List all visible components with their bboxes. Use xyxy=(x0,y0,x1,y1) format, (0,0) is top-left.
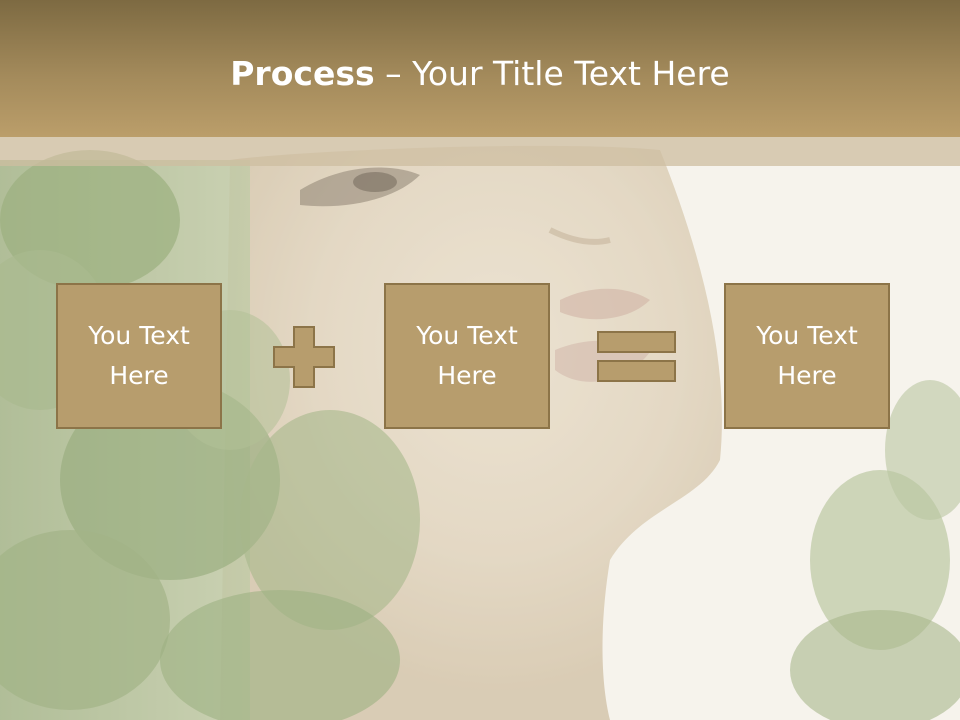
slide-title-bold: Process xyxy=(230,54,375,93)
plus-icon xyxy=(273,326,335,388)
title-underband xyxy=(0,137,960,166)
slide-title-rest: – Your Title Text Here xyxy=(374,54,730,93)
process-box-1-label: You Text Here xyxy=(88,321,190,390)
process-box-1[interactable]: You Text Here xyxy=(56,283,222,429)
process-box-3[interactable]: You Text Here xyxy=(724,283,890,429)
process-box-3-label: You Text Here xyxy=(756,321,858,390)
process-box-2[interactable]: You Text Here xyxy=(384,283,550,429)
process-box-2-label: You Text Here xyxy=(416,321,518,390)
title-band xyxy=(0,0,960,137)
slide-title: Process – Your Title Text Here xyxy=(0,52,960,96)
equals-icon xyxy=(597,331,676,382)
